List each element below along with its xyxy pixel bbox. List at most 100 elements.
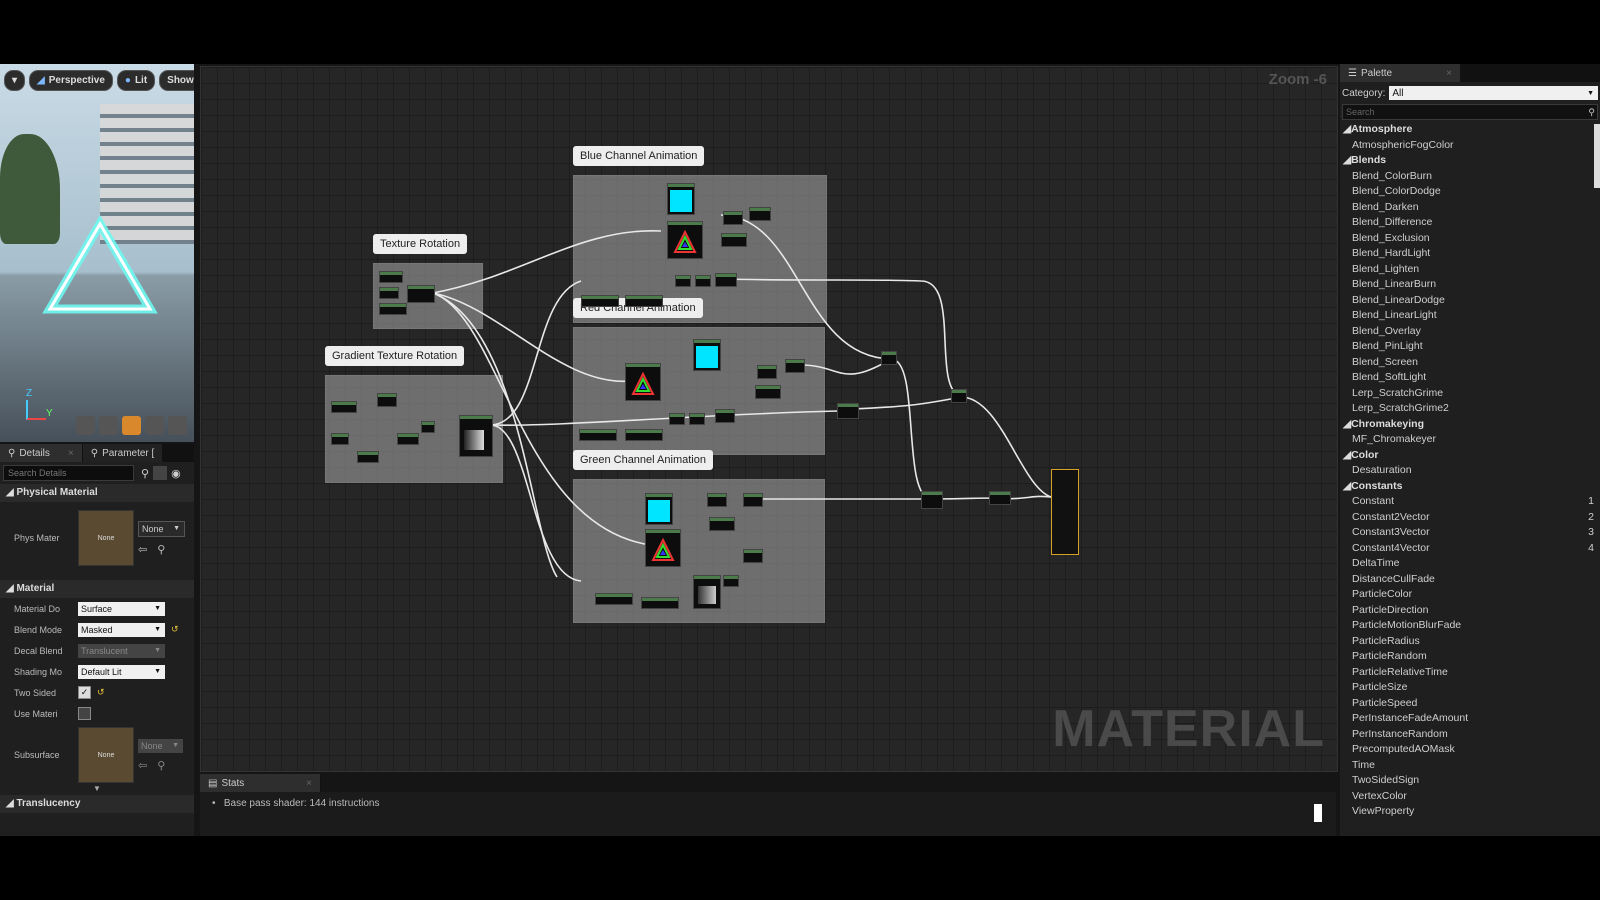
palette-item[interactable]: Blend_Darken — [1340, 200, 1600, 216]
phys-material-thumbnail[interactable]: None — [78, 510, 134, 566]
material-domain-combo[interactable]: Surface — [78, 601, 165, 616]
rgb-texture-node[interactable] — [667, 221, 703, 259]
tab-details[interactable]: ⚲Details× — [0, 444, 83, 462]
shading-model-combo[interactable]: Default Lit — [78, 664, 165, 679]
graph-node[interactable] — [379, 287, 399, 299]
decal-blend-combo[interactable]: Translucent — [78, 643, 165, 658]
graph-node[interactable] — [989, 491, 1011, 505]
graph-node[interactable] — [379, 303, 407, 315]
palette-search-input[interactable]: Search⚲ — [1342, 104, 1598, 120]
palette-item[interactable]: Blend_LinearBurn — [1340, 277, 1600, 293]
graph-node[interactable] — [881, 351, 897, 365]
graph-node[interactable] — [397, 433, 419, 445]
palette-item[interactable]: Blend_Difference — [1340, 215, 1600, 231]
palette-item[interactable]: AtmosphericFogColor — [1340, 138, 1600, 154]
blend-mode-combo[interactable]: Masked — [78, 622, 165, 637]
close-icon[interactable]: × — [306, 777, 312, 789]
graph-node[interactable] — [407, 285, 435, 303]
section-material[interactable]: ◢ Material — [0, 580, 194, 598]
palette-item[interactable]: ParticleRandom — [1340, 649, 1600, 665]
graph-node[interactable] — [721, 233, 747, 247]
browse-icon[interactable]: ⚲ — [157, 759, 166, 772]
palette-item[interactable]: ParticleSpeed — [1340, 696, 1600, 712]
cylinder-icon[interactable] — [76, 416, 95, 435]
sphere-icon[interactable] — [99, 416, 118, 435]
comment-title-green[interactable]: Green Channel Animation — [573, 450, 713, 470]
palette-item[interactable]: Lerp_ScratchGrime — [1340, 386, 1600, 402]
graph-node[interactable] — [715, 409, 735, 423]
palette-item[interactable]: Blend_Lighten — [1340, 262, 1600, 278]
graph-node[interactable] — [669, 413, 685, 425]
section-physical-material[interactable]: ◢ Physical Material — [0, 484, 194, 502]
graph-node[interactable] — [357, 451, 379, 463]
graph-node[interactable] — [695, 275, 711, 287]
palette-item[interactable]: DistanceCullFade — [1340, 572, 1600, 588]
palette-item[interactable]: Blend_Exclusion — [1340, 231, 1600, 247]
comment-title-blue[interactable]: Blue Channel Animation — [573, 146, 705, 166]
palette-item[interactable]: VertexColor — [1340, 789, 1600, 805]
graph-node[interactable] — [331, 401, 357, 413]
reset-arrow-icon[interactable]: ↺ — [97, 687, 105, 697]
graph-node[interactable] — [689, 413, 705, 425]
palette-category-color[interactable]: ◢Color — [1343, 448, 1379, 461]
use-selected-icon[interactable]: ⇦ — [138, 543, 148, 556]
graph-node[interactable] — [595, 593, 633, 605]
comment-title-gradient[interactable]: Gradient Texture Rotation — [325, 346, 465, 366]
palette-item[interactable]: DeltaTime — [1340, 556, 1600, 572]
graph-node[interactable] — [921, 491, 943, 509]
palette-item[interactable]: PrecomputedAOMask — [1340, 742, 1600, 758]
palette-item[interactable]: Blend_HardLight — [1340, 246, 1600, 262]
texture-sample-node[interactable] — [459, 415, 493, 457]
palette-item[interactable]: Time — [1340, 758, 1600, 774]
search-icon[interactable]: ⚲ — [1588, 106, 1595, 117]
graph-node[interactable] — [951, 389, 967, 403]
reset-arrow-icon[interactable]: ↺ — [171, 624, 179, 634]
palette-category-constants[interactable]: ◢Constants — [1343, 479, 1403, 492]
palette-item[interactable]: Blend_PinLight — [1340, 339, 1600, 355]
viewport-menu-button[interactable]: ▾ — [4, 70, 26, 91]
graph-node[interactable] — [723, 575, 739, 587]
subsurface-thumbnail[interactable]: None — [78, 727, 134, 783]
use-selected-icon[interactable]: ⇦ — [138, 759, 148, 772]
graph-node[interactable] — [837, 403, 859, 419]
palette-item[interactable]: Blend_LinearLight — [1340, 308, 1600, 324]
phys-material-combo[interactable]: None — [138, 520, 185, 537]
material-output-node[interactable] — [1051, 469, 1079, 555]
stats-scrollbar[interactable] — [1314, 804, 1322, 822]
category-combo[interactable]: All — [1389, 86, 1598, 100]
comment-title-texture[interactable]: Texture Rotation — [373, 234, 468, 254]
graph-node[interactable] — [723, 211, 743, 225]
material-graph[interactable]: Zoom -6 Blue Channel Animation Texture R… — [200, 66, 1338, 772]
palette-item[interactable]: MF_Chromakeyer — [1340, 432, 1600, 448]
graph-node[interactable] — [377, 393, 397, 407]
cube-icon[interactable] — [145, 416, 164, 435]
details-search-input[interactable]: Search Details — [3, 465, 134, 481]
show-button[interactable]: Show — [159, 70, 194, 91]
palette-category-atmosphere[interactable]: ◢Atmosphere — [1343, 123, 1413, 135]
palette-item[interactable]: ParticleMotionBlurFade — [1340, 618, 1600, 634]
constant-color-node[interactable] — [693, 339, 721, 371]
palette-item[interactable]: Blend_ColorBurn — [1340, 169, 1600, 185]
two-sided-checkbox[interactable]: ✓ — [78, 686, 91, 699]
graph-node[interactable] — [715, 273, 737, 287]
graph-node[interactable] — [379, 271, 403, 283]
graph-node[interactable] — [421, 421, 435, 433]
palette-item[interactable]: Desaturation — [1340, 463, 1600, 479]
search-icon[interactable]: ⚲ — [141, 467, 150, 480]
graph-node[interactable] — [581, 295, 619, 307]
graph-node[interactable] — [331, 433, 349, 445]
graph-node[interactable] — [743, 493, 763, 507]
graph-node[interactable] — [707, 493, 727, 507]
palette-item[interactable]: PerInstanceFadeAmount — [1340, 711, 1600, 727]
tab-stats[interactable]: ▤Stats× — [200, 774, 321, 792]
teapot-icon[interactable] — [168, 416, 187, 435]
palette-scrollbar[interactable] — [1594, 124, 1600, 188]
close-icon[interactable]: × — [1446, 67, 1452, 79]
rgb-texture-node[interactable] — [645, 529, 681, 567]
browse-icon[interactable]: ⚲ — [157, 543, 166, 556]
palette-item[interactable]: TwoSidedSign — [1340, 773, 1600, 789]
graph-node[interactable] — [579, 429, 617, 441]
